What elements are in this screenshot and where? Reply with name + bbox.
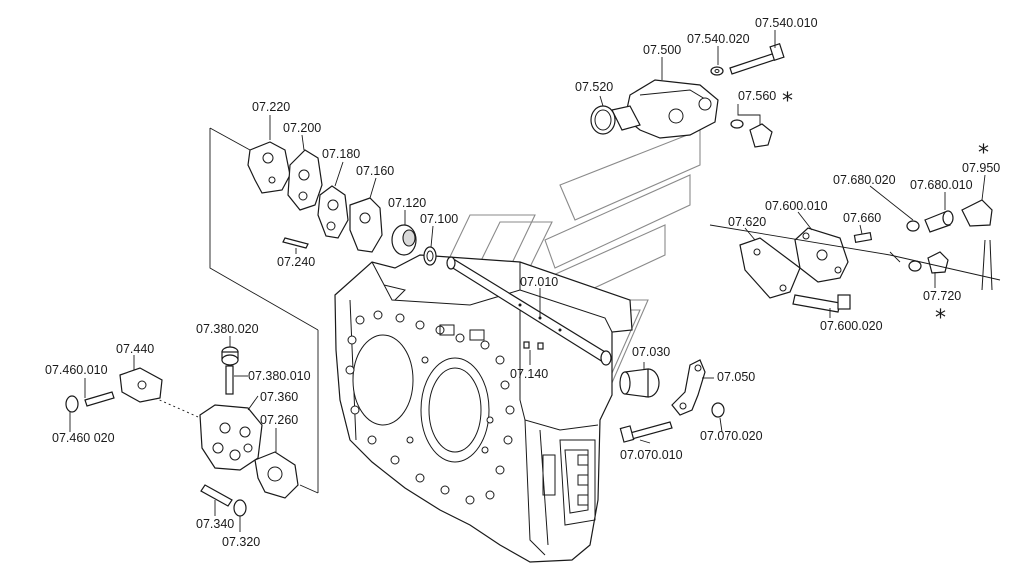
- label-07-140: 07.140: [510, 367, 548, 381]
- label-07-360: 07.360: [260, 390, 298, 404]
- screw-07-340: [200, 484, 233, 507]
- asterisk-07-720: *: [935, 306, 946, 331]
- label-07-720: 07.720: [923, 289, 961, 303]
- pump-07-500: [590, 79, 719, 139]
- asterisk-07-560: *: [782, 89, 793, 114]
- label-07-340: 07.340: [196, 517, 234, 531]
- label-07-620: 07.620: [728, 215, 766, 229]
- label-07-010: 07.010: [520, 275, 558, 289]
- label-07-440: 07.440: [116, 342, 154, 356]
- part-labels: 07.540.010 07.540.020 07.500 07.520 07.5…: [45, 16, 1000, 549]
- plate-07-180: [317, 185, 349, 239]
- label-07-600-010: 07.600.010: [765, 199, 828, 213]
- lever-07-050: [671, 359, 706, 416]
- washer-07-070-020: [711, 402, 725, 418]
- pin-07-660: [853, 231, 873, 244]
- label-07-030: 07.030: [632, 345, 670, 359]
- label-07-380-010: 07.380.010: [248, 369, 311, 383]
- cover-07-600-010: [794, 227, 849, 283]
- transmission-housing: [334, 254, 633, 563]
- pin-07-240: [282, 237, 309, 249]
- plate-07-220: [247, 141, 291, 194]
- bearing-07-120: [391, 224, 417, 256]
- block-07-440: [119, 367, 163, 403]
- flange-07-260: [254, 451, 299, 499]
- label-07-520: 07.520: [575, 80, 613, 94]
- label-07-950: 07.950: [962, 161, 1000, 175]
- label-07-050: 07.050: [717, 370, 755, 384]
- label-07-600-020: 07.600.020: [820, 319, 883, 333]
- gasket-07-620: [739, 237, 801, 299]
- label-07-100: 07.100: [420, 212, 458, 226]
- plug-07-560: [730, 119, 773, 148]
- label-07-540-010: 07.540.010: [755, 16, 818, 30]
- cover-07-360: [199, 404, 263, 471]
- connector-07-950: [961, 199, 993, 291]
- asterisk-07-950: *: [978, 141, 989, 166]
- label-07-660: 07.660: [843, 211, 881, 225]
- stud-07-380-010: [225, 365, 234, 395]
- screw-07-600-020: [792, 294, 851, 313]
- washer-07-540-020: [710, 66, 724, 76]
- label-07-320: 07.320: [222, 535, 260, 549]
- cap-07-320: [233, 499, 247, 517]
- plate-07-200: [287, 149, 323, 211]
- cap-07-460-020: [65, 395, 79, 413]
- label-07-240: 07.240: [277, 255, 315, 269]
- label-07-200: 07.200: [283, 121, 321, 135]
- ring-07-100: [423, 246, 437, 266]
- label-07-260: 07.260: [260, 413, 298, 427]
- label-07-180: 07.180: [322, 147, 360, 161]
- oring-07-680-020: [906, 220, 920, 232]
- label-07-220: 07.220: [252, 100, 290, 114]
- assembly-bracket-lines: [154, 127, 319, 494]
- sensor-07-680-010: [924, 210, 954, 233]
- label-07-120: 07.120: [388, 196, 426, 210]
- label-07-500: 07.500: [643, 43, 681, 57]
- label-07-680-010: 07.680.010: [910, 178, 973, 192]
- label-07-680-020: 07.680.020: [833, 173, 896, 187]
- label-07-460-010: 07.460.010: [45, 363, 108, 377]
- label-07-160: 07.160: [356, 164, 394, 178]
- plug-07-720: [908, 251, 949, 274]
- bush-07-030: [619, 368, 660, 398]
- nut-07-380-020: [221, 346, 239, 366]
- label-07-560: 07.560: [738, 89, 776, 103]
- label-07-070-010: 07.070.010: [620, 448, 683, 462]
- bolt-07-070-010: [619, 421, 673, 443]
- label-07-380-020: 07.380.020: [196, 322, 259, 336]
- label-07-070-020: 07.070.020: [700, 429, 763, 443]
- leader-lines: [69, 30, 1001, 532]
- bolt-07-540-010: [729, 43, 785, 75]
- label-07-540-020: 07.540.020: [687, 32, 750, 46]
- screw-07-460-010: [84, 391, 115, 407]
- plate-07-160: [349, 197, 383, 253]
- label-07-460-020: 07.460 020: [52, 431, 115, 445]
- shaft-07-010: [446, 256, 612, 366]
